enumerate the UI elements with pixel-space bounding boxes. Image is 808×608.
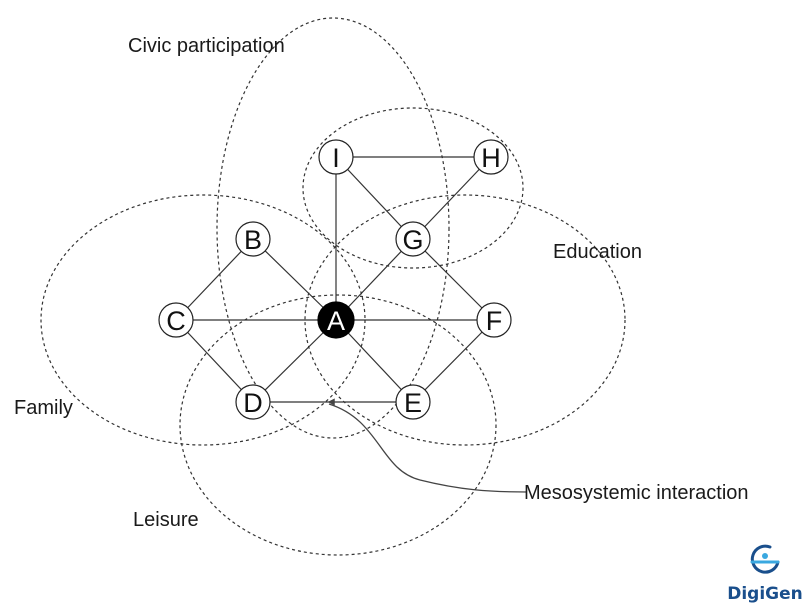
digigen-logo-text: DigiGen: [727, 584, 803, 604]
edge-d-a: [252, 319, 337, 403]
node-a-label: A: [327, 306, 345, 336]
leisure-ellipse: [179, 294, 497, 556]
node-h: H: [473, 139, 509, 175]
node-i-label: I: [332, 143, 340, 173]
node-d-label: D: [243, 388, 263, 418]
digigen-logo: DigiGen: [727, 544, 803, 604]
mesosystemic-leader-line: [328, 403, 528, 493]
family-label: Family: [14, 397, 73, 419]
edge-e-f: [412, 319, 495, 403]
mesosystemic-interaction-label: Mesosystemic interaction: [524, 482, 749, 504]
node-c: C: [158, 302, 194, 338]
node-i: I: [318, 139, 354, 175]
education-ellipse: [302, 107, 524, 269]
education-label: Education: [553, 241, 642, 263]
node-e-label: E: [404, 388, 422, 418]
edge-c-d: [175, 319, 254, 403]
node-b: B: [235, 221, 271, 257]
edge-c-b: [175, 238, 254, 321]
leisure-label: Leisure: [133, 509, 199, 531]
edge-a-e: [335, 319, 414, 403]
civic-participation-label: Civic participation: [128, 35, 285, 57]
node-g: G: [395, 221, 431, 257]
node-h-label: H: [481, 143, 501, 173]
node-e: E: [395, 384, 431, 420]
civic-participation-ellipse: [216, 17, 450, 439]
node-g-label: G: [402, 225, 423, 255]
node-c-label: C: [166, 306, 186, 336]
education-domain-ellipse: [304, 194, 626, 446]
edges: [175, 156, 495, 406]
node-d: D: [235, 384, 271, 420]
node-b-label: B: [244, 225, 262, 255]
edge-g-h: [412, 156, 492, 240]
edge-a-g: [335, 238, 414, 321]
edge-b-a: [252, 238, 337, 321]
node-f-label: F: [486, 306, 503, 336]
edge-g-f: [412, 238, 495, 321]
node-a: A: [317, 301, 355, 339]
edge-i-g: [335, 156, 414, 240]
node-f: F: [476, 302, 512, 338]
digigen-logo-icon: [750, 544, 780, 574]
